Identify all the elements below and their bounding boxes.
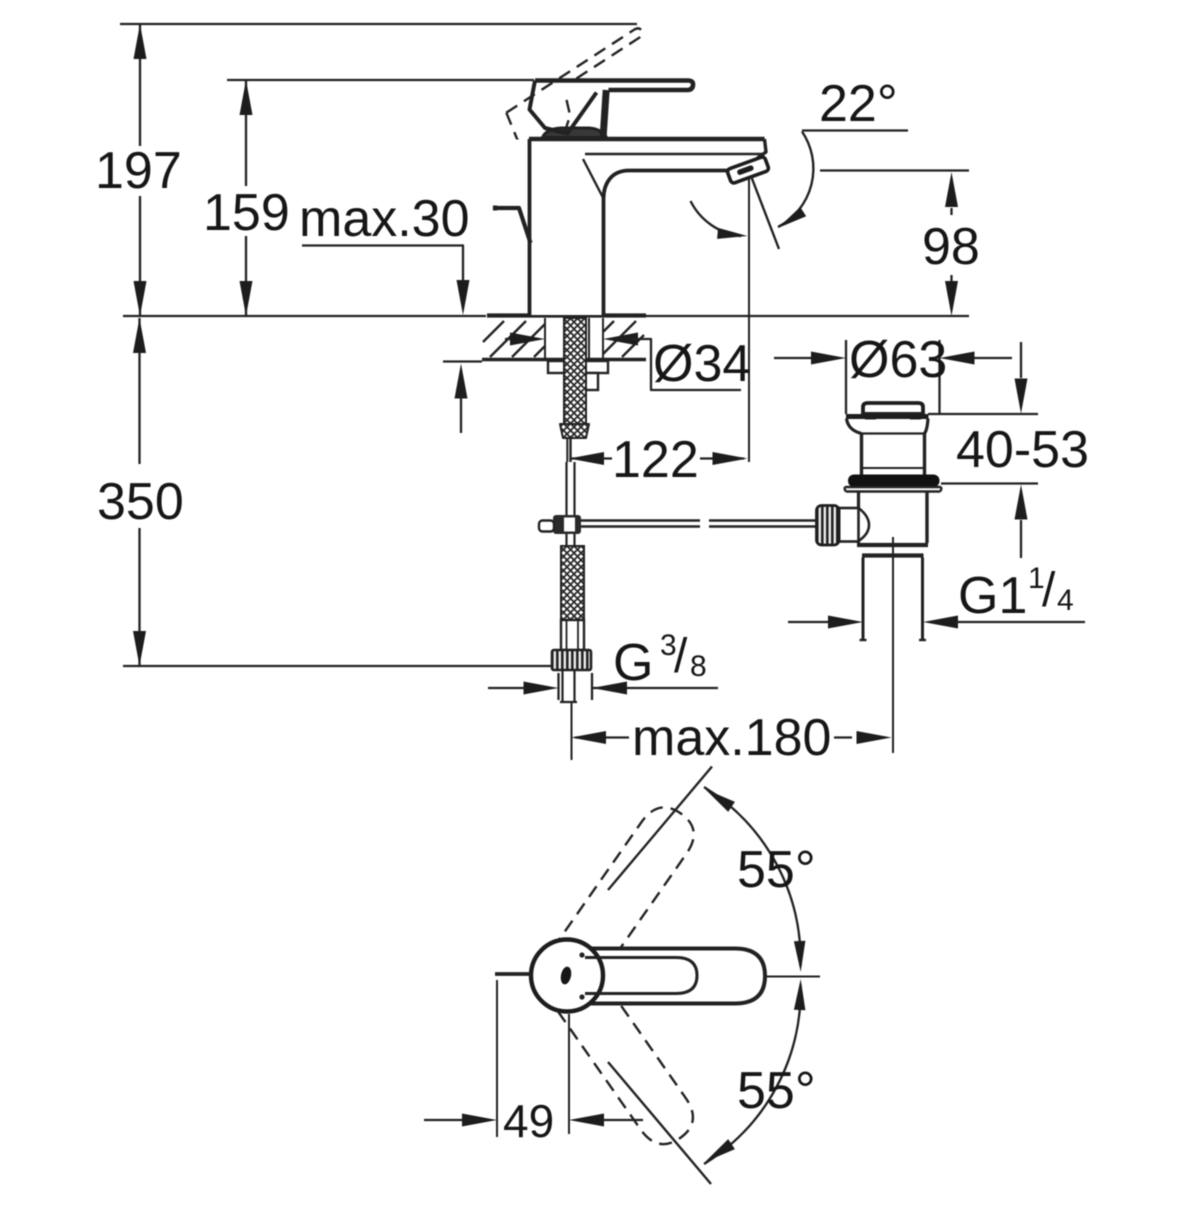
svg-text:G: G <box>613 634 653 692</box>
svg-text:Ø34: Ø34 <box>653 335 751 393</box>
svg-text:max.30: max.30 <box>299 190 470 248</box>
svg-text:/: / <box>1042 564 1056 617</box>
svg-text:40-53: 40-53 <box>956 421 1089 479</box>
svg-text:3: 3 <box>660 629 677 662</box>
svg-text:197: 197 <box>95 142 182 200</box>
svg-text:/: / <box>674 630 688 683</box>
svg-text:1: 1 <box>1028 562 1045 595</box>
svg-text:G1: G1 <box>958 567 1027 625</box>
svg-text:350: 350 <box>97 473 184 531</box>
svg-text:122: 122 <box>612 431 699 489</box>
svg-text:159: 159 <box>203 184 290 242</box>
svg-text:max.180: max.180 <box>632 709 831 767</box>
svg-text:8: 8 <box>690 650 707 683</box>
svg-text:4: 4 <box>1057 584 1074 617</box>
svg-text:55°: 55° <box>737 1062 816 1120</box>
svg-text:55°: 55° <box>737 841 816 899</box>
svg-text:Ø63: Ø63 <box>849 331 947 389</box>
svg-text:22°: 22° <box>819 75 898 133</box>
svg-text:49: 49 <box>503 1095 554 1147</box>
svg-text:98: 98 <box>922 218 980 276</box>
